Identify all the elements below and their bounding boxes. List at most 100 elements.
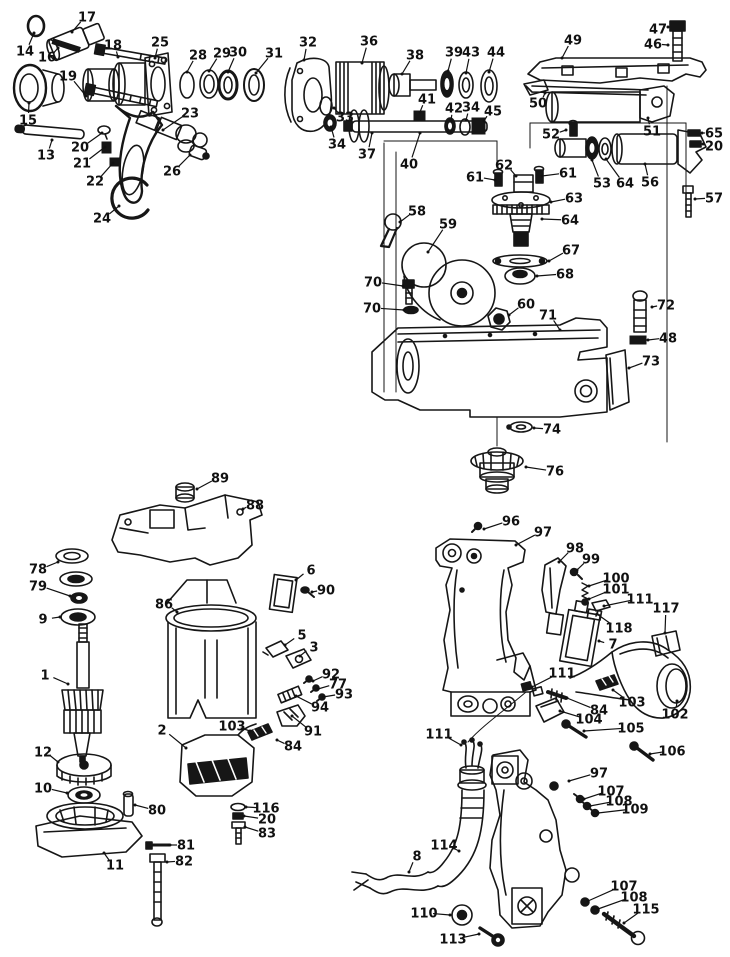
part-number-116: 116 [252, 802, 279, 817]
leader-tip-19 [84, 94, 88, 98]
leader-line-63 [550, 198, 566, 203]
part-92-77-93-screws [303, 675, 326, 702]
part-39-washer [440, 70, 454, 98]
leader-tip-84 [565, 696, 569, 700]
leader-tip-40 [418, 131, 422, 135]
part-number-78: 78 [29, 563, 47, 578]
leader-line-111 [446, 736, 462, 746]
part-number-107: 107 [610, 880, 637, 895]
part-81-screw [145, 841, 172, 850]
part-79-washer [70, 592, 88, 604]
part-number-5: 5 [297, 629, 306, 644]
leader-line-80 [134, 804, 149, 810]
leader-tip-108 [596, 907, 600, 911]
leader-tip-111 [602, 604, 606, 608]
leader-tip-32 [302, 58, 306, 62]
part-53-64-56-damper [554, 129, 707, 174]
part-number-38: 38 [406, 49, 424, 64]
part-number-64: 64 [561, 214, 579, 229]
part-number-37: 37 [358, 148, 376, 163]
part-96-screw [471, 521, 483, 533]
leader-tip-60 [507, 313, 511, 317]
part-number-18: 18 [104, 39, 122, 54]
part-number-26: 26 [163, 165, 181, 180]
leader-tip-108 [588, 804, 592, 808]
part-number-97: 97 [590, 767, 608, 782]
leader-tip-46 [666, 43, 670, 47]
part-33-34-rings [319, 96, 337, 132]
leader-tip-63 [549, 200, 553, 204]
leader-tip-113 [477, 932, 481, 936]
part-74-washer [506, 421, 533, 433]
part-number-81: 81 [177, 839, 195, 854]
part-52-screw [568, 119, 578, 137]
part-26-stud [177, 139, 210, 161]
leader-tip-102 [675, 699, 679, 703]
leader-tip-50 [543, 91, 547, 95]
leader-tip-31 [254, 71, 258, 75]
leader-line-94 [295, 695, 313, 705]
leader-line-108 [589, 801, 611, 807]
leader-tip-105 [582, 729, 586, 733]
part-47-46-bolt [669, 20, 686, 62]
leader-line-34 [330, 126, 335, 138]
part-103-brush-lead [247, 723, 273, 741]
part-number-77: 77 [329, 678, 347, 693]
leader-line-38 [401, 60, 411, 75]
part-number-82: 82 [175, 855, 193, 870]
part-number-113: 113 [439, 933, 466, 948]
leader-tip-8 [407, 870, 411, 874]
leader-line-68 [536, 273, 557, 277]
part-115-bolt [601, 911, 646, 946]
part-86-motor-housing [165, 579, 257, 719]
leader-tip-86 [175, 610, 179, 614]
leader-line-21 [89, 146, 106, 160]
part-number-58: 58 [408, 205, 426, 220]
part-number-86: 86 [155, 598, 173, 613]
part-number-57: 57 [705, 192, 723, 207]
leader-tip-1 [66, 682, 70, 686]
leader-tip-100 [587, 584, 591, 588]
leader-line-115 [623, 912, 639, 924]
leader-tip-62 [514, 174, 518, 178]
leader-tip-2 [184, 746, 188, 750]
leader-tip-10 [65, 791, 69, 795]
part-20-screw-b [689, 140, 702, 148]
leader-tip-44 [487, 70, 491, 74]
leader-tip-101 [587, 597, 591, 601]
leader-line-1 [53, 677, 69, 685]
leader-tip-20 [701, 142, 705, 146]
leader-tip-116 [244, 805, 248, 809]
part-number-90: 90 [317, 584, 335, 599]
leader-tip-30 [226, 70, 230, 74]
part-97-frame-lower [489, 749, 580, 929]
leader-tip-6 [294, 578, 298, 582]
leader-line-12 [50, 755, 59, 763]
leader-line-22 [100, 162, 114, 177]
part-number-68: 68 [556, 268, 574, 283]
leader-tip-97 [567, 779, 571, 783]
part-number-80: 80 [148, 804, 166, 819]
leader-line-14 [28, 32, 35, 45]
part-49-rail [527, 57, 707, 84]
part-number-30: 30 [229, 46, 247, 61]
part-5-terminal [262, 640, 289, 658]
leader-tip-33 [332, 106, 336, 110]
part-6-brush-cap [268, 573, 298, 614]
part-45-plug [471, 117, 486, 135]
part-number-99: 99 [582, 553, 600, 568]
leader-line-89 [196, 480, 213, 490]
part-number-39: 39 [445, 46, 463, 61]
leader-tip-74 [532, 426, 536, 430]
leader-tip-70 [402, 308, 406, 312]
part-number-31: 31 [265, 47, 283, 62]
part-number-22: 22 [86, 175, 104, 190]
leader-tip-64 [540, 217, 544, 221]
part-number-19: 19 [59, 70, 77, 85]
leader-tip-25 [153, 56, 157, 60]
leader-tip-88 [241, 507, 245, 511]
leader-line-25 [154, 48, 158, 59]
part-number-20: 20 [705, 140, 723, 155]
leader-line-28 [186, 60, 194, 73]
leader-line-105 [583, 727, 623, 732]
